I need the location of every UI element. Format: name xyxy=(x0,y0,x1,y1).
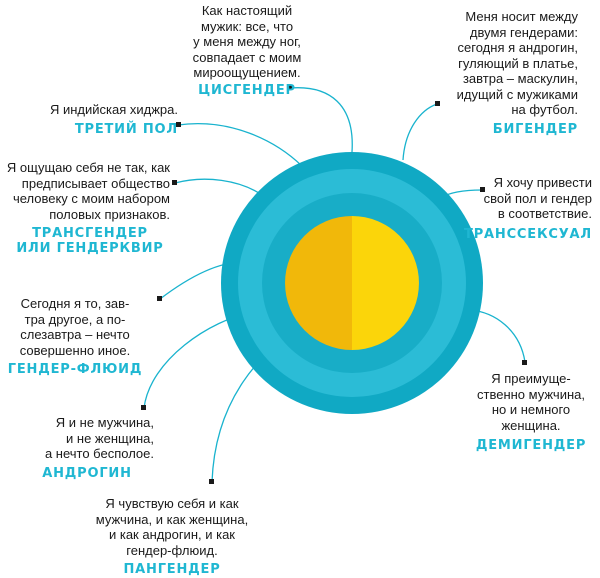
genderfluid-term: ГЕНДЕР-ФЛЮИД xyxy=(7,362,143,377)
item-third-gender: Я индийская хиджра. ТРЕТИЙ ПОЛ xyxy=(10,102,178,137)
pangender-description: Я чувствую себя и как мужчина, и как жен… xyxy=(95,496,249,558)
item-demigender: Я преимуще- ственно мужчина, но и немног… xyxy=(472,371,590,453)
bigender-term: БИГЕНДЕР xyxy=(492,121,578,137)
transgender-term: ТРАНСГЕНДЕР ИЛИ ГЕНДЕРКВИР xyxy=(16,226,164,256)
item-cisgender: Как настоящий мужик: все, что у меня меж… xyxy=(172,3,322,98)
dot-genderfluid xyxy=(157,296,162,301)
connector-third-gender xyxy=(177,123,303,167)
third-gender-description: Я индийская хиджра. xyxy=(49,102,178,117)
transsexual-description: Я хочу привести свой пол и гендер в соот… xyxy=(483,175,592,221)
demigender-description: Я преимуще- ственно мужчина, но и немног… xyxy=(477,371,585,433)
genderfluid-description: Сегодня я то, зав- тра другое, а по- сле… xyxy=(19,296,131,358)
dot-demigender xyxy=(522,360,527,365)
item-bigender: Меня носит между двумя гендерами: сегодн… xyxy=(420,9,578,137)
cisgender-description: Как настоящий мужик: все, что у меня меж… xyxy=(192,3,302,80)
item-pangender: Я чувствую себя и как мужчина, и как жен… xyxy=(92,496,252,577)
androgyne-term: АНДРОГИН xyxy=(42,465,132,481)
item-transsexual: Я хочу привести свой пол и гендер в соот… xyxy=(450,175,592,242)
bigender-description: Меня носит между двумя гендерами: сегодн… xyxy=(456,9,578,117)
dot-transgender xyxy=(172,180,177,185)
cisgender-term: ЦИСГЕНДЕР xyxy=(198,82,296,98)
transsexual-term: ТРАНССЕКСУАЛ xyxy=(464,226,592,242)
connector-cisgender xyxy=(289,87,353,153)
third-gender-term: ТРЕТИЙ ПОЛ xyxy=(74,121,178,137)
core-left-half xyxy=(285,216,352,350)
item-genderfluid: Сегодня я то, зав- тра другое, а по- сле… xyxy=(0,296,150,377)
central-sphere xyxy=(221,152,483,414)
androgyne-description: Я и не мужчина, и не женщина, а нечто бе… xyxy=(44,415,154,461)
demigender-term: ДЕМИГЕНДЕР xyxy=(475,438,587,453)
core-right-half xyxy=(352,216,419,350)
item-androgyne: Я и не мужчина, и не женщина, а нечто бе… xyxy=(20,415,154,481)
dot-third-gender xyxy=(176,122,181,127)
dot-bigender xyxy=(435,101,440,106)
connector-bigender xyxy=(402,103,438,161)
dot-pangender xyxy=(209,479,214,484)
connector-transgender xyxy=(174,178,263,196)
item-transgender: Я ощущаю себя не так, как предписывает о… xyxy=(0,160,170,256)
dot-androgyne xyxy=(141,405,146,410)
dot-transsexual xyxy=(480,187,485,192)
connector-dots xyxy=(141,85,527,484)
transgender-description: Я ощущаю себя не так, как предписывает о… xyxy=(6,160,170,222)
pangender-term: ПАНГЕНДЕР xyxy=(123,562,221,577)
dot-cisgender xyxy=(287,85,292,90)
